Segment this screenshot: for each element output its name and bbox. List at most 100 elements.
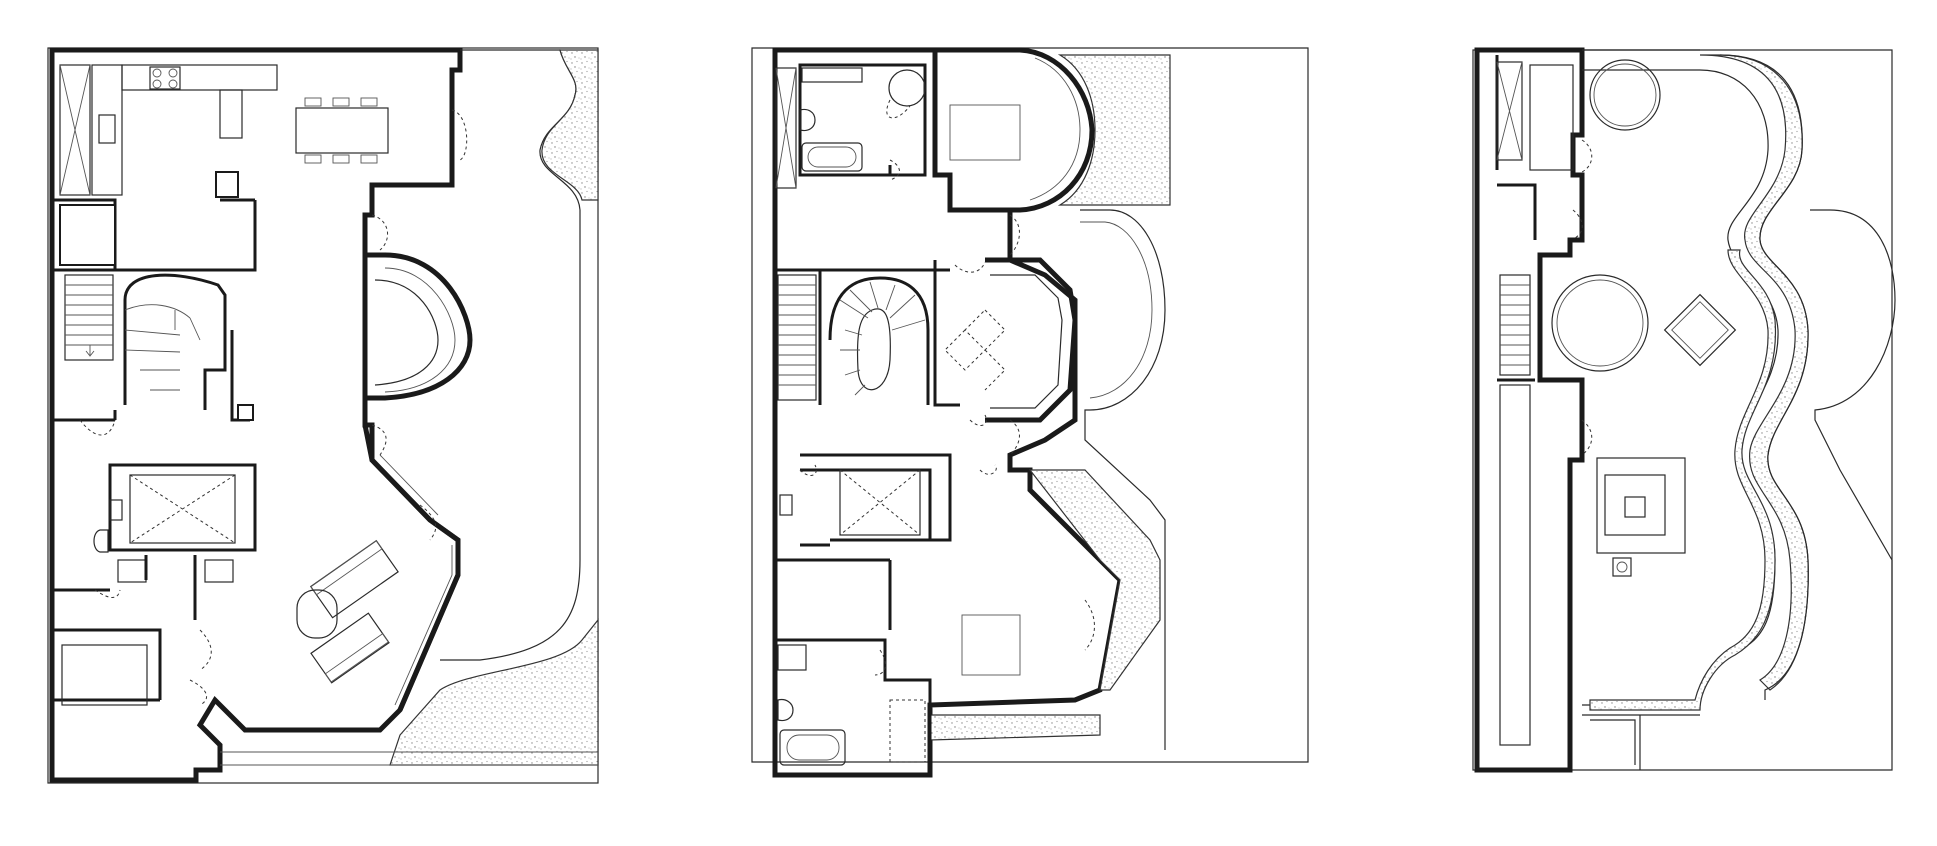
hob-ring bbox=[152, 68, 162, 78]
stair-arrow bbox=[85, 345, 95, 357]
chair bbox=[360, 154, 378, 164]
bay-window-inner bbox=[374, 279, 439, 386]
door-swing bbox=[371, 109, 468, 541]
parapet-outline bbox=[1810, 209, 1896, 750]
kitchen-stub-wall bbox=[215, 171, 239, 198]
interior-wall bbox=[52, 198, 257, 272]
bathroom-walls bbox=[798, 63, 927, 177]
living-angled-wall bbox=[362, 424, 461, 711]
site-boundary bbox=[1472, 49, 1893, 771]
corridor-walls bbox=[775, 260, 960, 547]
round-shower-door bbox=[886, 99, 911, 119]
round-shower bbox=[888, 69, 926, 107]
round-table bbox=[1589, 59, 1661, 131]
kitchen-counter-top bbox=[121, 64, 278, 91]
hall-wall bbox=[52, 410, 117, 422]
bedroom-rounded-window bbox=[1029, 57, 1081, 201]
spiral-stair-core bbox=[856, 308, 891, 391]
chair bbox=[332, 97, 350, 107]
wardrobe bbox=[775, 67, 797, 189]
door-swing bbox=[79, 419, 212, 706]
straight-stair bbox=[777, 274, 817, 401]
gravel-edge bbox=[1589, 249, 1777, 711]
exterior-wall bbox=[772, 47, 1123, 778]
hob bbox=[149, 66, 181, 90]
chair bbox=[304, 97, 322, 107]
bay-door-swing bbox=[954, 261, 987, 426]
chair bbox=[304, 154, 322, 164]
corner-basin bbox=[204, 559, 234, 583]
wavy-planter-outer bbox=[1719, 54, 1809, 700]
hob-ring bbox=[168, 68, 178, 78]
basin bbox=[779, 494, 793, 516]
dining-table bbox=[295, 107, 389, 154]
stair-treads bbox=[778, 284, 816, 386]
bed-outline bbox=[961, 614, 1021, 676]
exterior-wall bbox=[49, 47, 463, 783]
wc-pan bbox=[777, 698, 794, 722]
hob-ring bbox=[168, 79, 178, 89]
wavy-planter bbox=[1699, 54, 1809, 691]
stair-treads bbox=[65, 284, 113, 346]
shower-tray bbox=[839, 469, 921, 536]
shower-tray bbox=[129, 474, 236, 544]
gravel-strip bbox=[929, 714, 1101, 741]
pantry-cross bbox=[59, 64, 91, 196]
lower-bathroom-walls bbox=[775, 558, 932, 775]
octagon-bay bbox=[985, 257, 1078, 423]
diamond-table bbox=[1663, 293, 1737, 367]
roof-terrace-plan bbox=[1472, 47, 1896, 773]
planter-strip bbox=[1499, 384, 1531, 746]
octagon-bay-inner bbox=[990, 274, 1063, 409]
stair-tower-inner bbox=[1495, 55, 1537, 382]
rooflight-inner bbox=[1624, 496, 1646, 518]
utility-wall bbox=[52, 555, 197, 620]
round-table-inner bbox=[1593, 63, 1657, 127]
shower-room-walls bbox=[108, 463, 257, 552]
chair bbox=[332, 154, 350, 164]
sofa bbox=[310, 612, 390, 684]
door-swing bbox=[1572, 139, 1593, 456]
roof-stair-treads bbox=[1500, 284, 1530, 366]
chair bbox=[360, 97, 378, 107]
first-floor-plan bbox=[751, 47, 1309, 778]
diamond-table-inner bbox=[1671, 301, 1729, 359]
basin bbox=[109, 499, 123, 521]
wc-block bbox=[59, 204, 116, 266]
spiral-stair bbox=[828, 276, 930, 405]
hot-tub bbox=[1551, 274, 1649, 372]
rooflight bbox=[1596, 457, 1686, 554]
wc-pan bbox=[799, 108, 816, 132]
rooflight-mid bbox=[1604, 474, 1666, 536]
curved-stair-treads bbox=[124, 304, 201, 391]
terrace-edge bbox=[1582, 49, 1779, 706]
sink bbox=[98, 114, 116, 144]
storage-unit bbox=[1496, 61, 1523, 161]
storage-unit bbox=[1529, 64, 1574, 171]
lower-roof-outline-inner bbox=[1080, 221, 1153, 399]
vanity bbox=[801, 67, 863, 83]
bay-window bbox=[365, 252, 473, 401]
hob-ring bbox=[152, 79, 162, 89]
storage-cross bbox=[1496, 61, 1523, 161]
curved-stair bbox=[123, 273, 227, 410]
shower-room-walls bbox=[800, 468, 932, 540]
chimney-flue-pot bbox=[1616, 561, 1628, 573]
lower-roof-outline bbox=[1080, 209, 1166, 750]
pantry-unit bbox=[59, 64, 91, 196]
garden-gravel-top bbox=[541, 49, 599, 201]
shower-cubicle bbox=[889, 699, 926, 763]
small-cupboard bbox=[117, 559, 147, 583]
straight-stair bbox=[64, 274, 114, 361]
kitchen-counter-left bbox=[91, 64, 123, 196]
gravel-bed-top bbox=[1057, 54, 1171, 206]
bathtub-inner bbox=[786, 734, 840, 761]
chimney-flue bbox=[1612, 557, 1632, 577]
bedroom-rounded-wall bbox=[935, 47, 1095, 213]
lift-post bbox=[237, 404, 254, 421]
site-boundary bbox=[751, 47, 1309, 763]
sofa-back bbox=[310, 540, 383, 596]
paving-strip bbox=[220, 751, 598, 766]
wardrobe-cross bbox=[775, 67, 797, 189]
